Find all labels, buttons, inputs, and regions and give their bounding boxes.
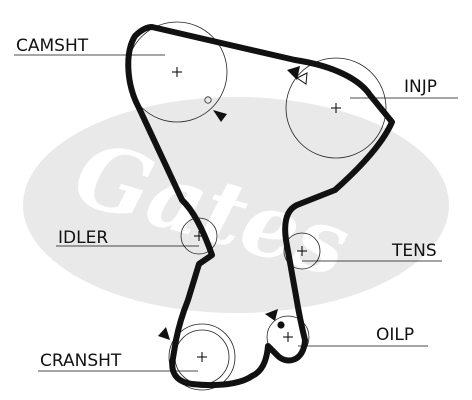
gates-watermark: Gates xyxy=(23,97,449,313)
camshaft-label: CAMSHT xyxy=(16,36,89,56)
camshaft-timing-arrow xyxy=(213,110,227,122)
crankshaft-timing-arrow xyxy=(158,327,170,340)
timing-belt xyxy=(125,24,395,388)
oil-pump-mark-dot xyxy=(277,321,285,329)
injection-pump-timing-arrow xyxy=(287,66,300,80)
timing-mark-circle xyxy=(204,96,212,104)
tensioner-label: TENS xyxy=(391,241,437,261)
injection-pump-label: INJP xyxy=(404,77,437,97)
injection-pump-timing-arrow-outline xyxy=(296,72,308,85)
idler-label: IDLER xyxy=(58,228,108,248)
oil-pump-timing-arrow xyxy=(265,309,278,321)
injection-pump-pulley xyxy=(285,57,387,159)
crankshaft-label: CRANSHT xyxy=(40,351,122,371)
tensioner-pulley xyxy=(283,232,321,270)
oil-pump-label: OILP xyxy=(376,325,414,345)
